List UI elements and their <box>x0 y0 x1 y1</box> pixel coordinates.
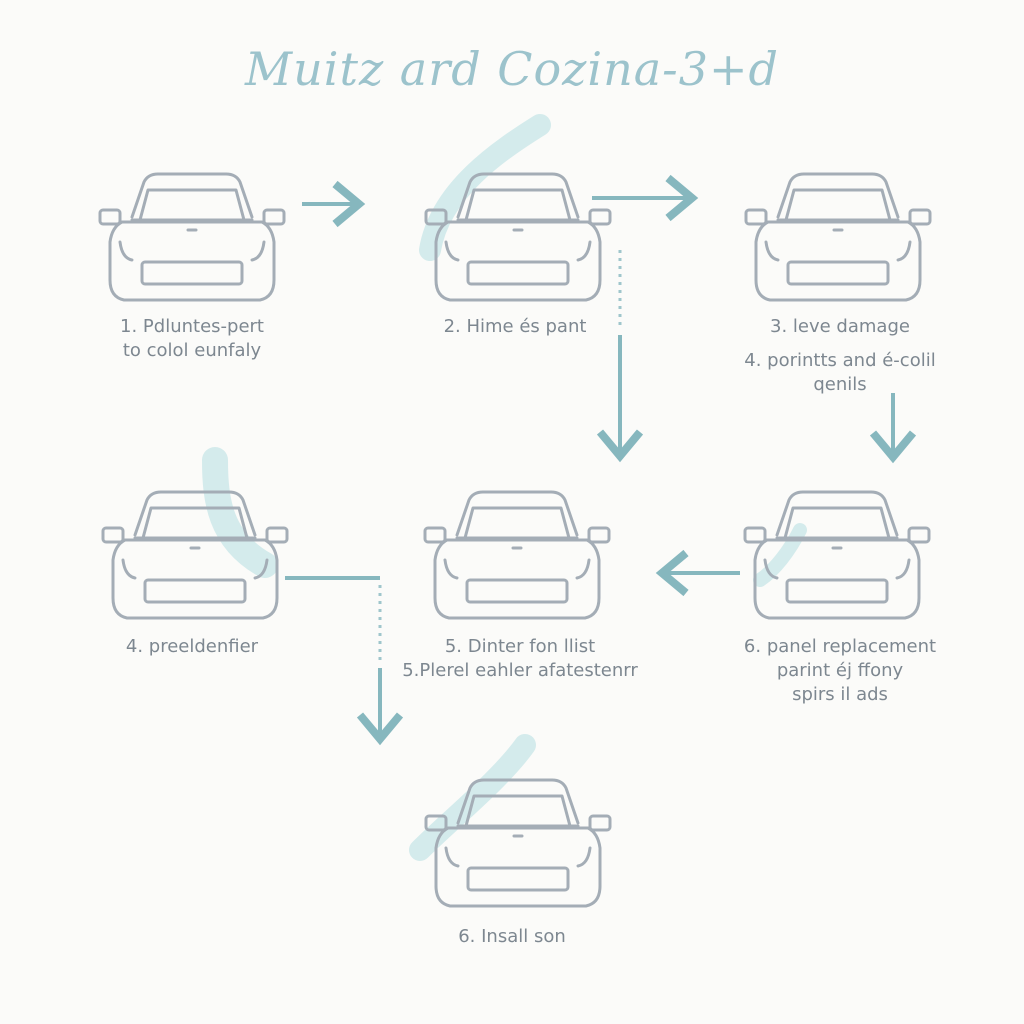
step-7-line-1: 6. Insall son <box>458 926 566 947</box>
car-icon <box>744 172 932 302</box>
step-3-line-1: 3. leve damage <box>770 316 910 337</box>
car-step-6 <box>737 480 937 630</box>
step-6-line-1: 6. panel replacement <box>743 636 937 657</box>
car-icon <box>101 490 289 620</box>
highlight-swoosh-1 <box>419 114 551 261</box>
car-step-5 <box>417 480 617 630</box>
step-6-line-3: spirs il ads <box>792 684 888 705</box>
step-3-label: 3. leve damage 4. porintts and é-colil q… <box>725 315 955 397</box>
step-1-line-1: 1. Pdluntes-pert <box>120 316 264 337</box>
step-6-line-2: parint éj ffony <box>776 660 904 681</box>
highlight-swoosh-4 <box>753 523 807 587</box>
car-step-2 <box>418 162 618 312</box>
car-step-4 <box>95 480 295 630</box>
step-5-line-2: 5.Plerel eahler afatestenrr <box>402 660 638 681</box>
step-4-label: 4. preeldenfier <box>92 635 292 659</box>
step-3-line-3: qenils <box>813 374 867 395</box>
step-3-line-2: 4. porintts and é-colil <box>744 350 936 371</box>
step-2-line-1: 2. Hime és pant <box>443 316 587 337</box>
step-1-label: 1. Pdluntes-pert to colol eunfaly <box>92 315 292 363</box>
car-step-7 <box>418 768 618 918</box>
car-icon <box>743 490 931 620</box>
car-icon <box>424 172 612 302</box>
step-1-line-2: to colol eunfaly <box>122 340 262 361</box>
highlight-swoosh-2 <box>202 447 278 578</box>
step-6-label: 6. panel replacement parint éj ffony spi… <box>725 635 955 707</box>
step-5-line-1: 5. Dinter fon llist <box>444 636 596 657</box>
car-icon <box>423 490 611 620</box>
step-4-line-1: 4. preeldenfier <box>125 636 259 657</box>
car-icon <box>424 778 612 908</box>
step-7-label: 6. Insall son <box>412 925 612 949</box>
step-2-label: 2. Hime és pant <box>415 315 615 339</box>
diagram-title: Muitz ard Cozina-3+d <box>245 42 779 96</box>
car-step-1 <box>92 162 292 312</box>
car-icon <box>98 172 286 302</box>
step-5-label: 5. Dinter fon llist 5.Plerel eahler afat… <box>385 635 655 683</box>
car-step-3 <box>738 162 938 312</box>
